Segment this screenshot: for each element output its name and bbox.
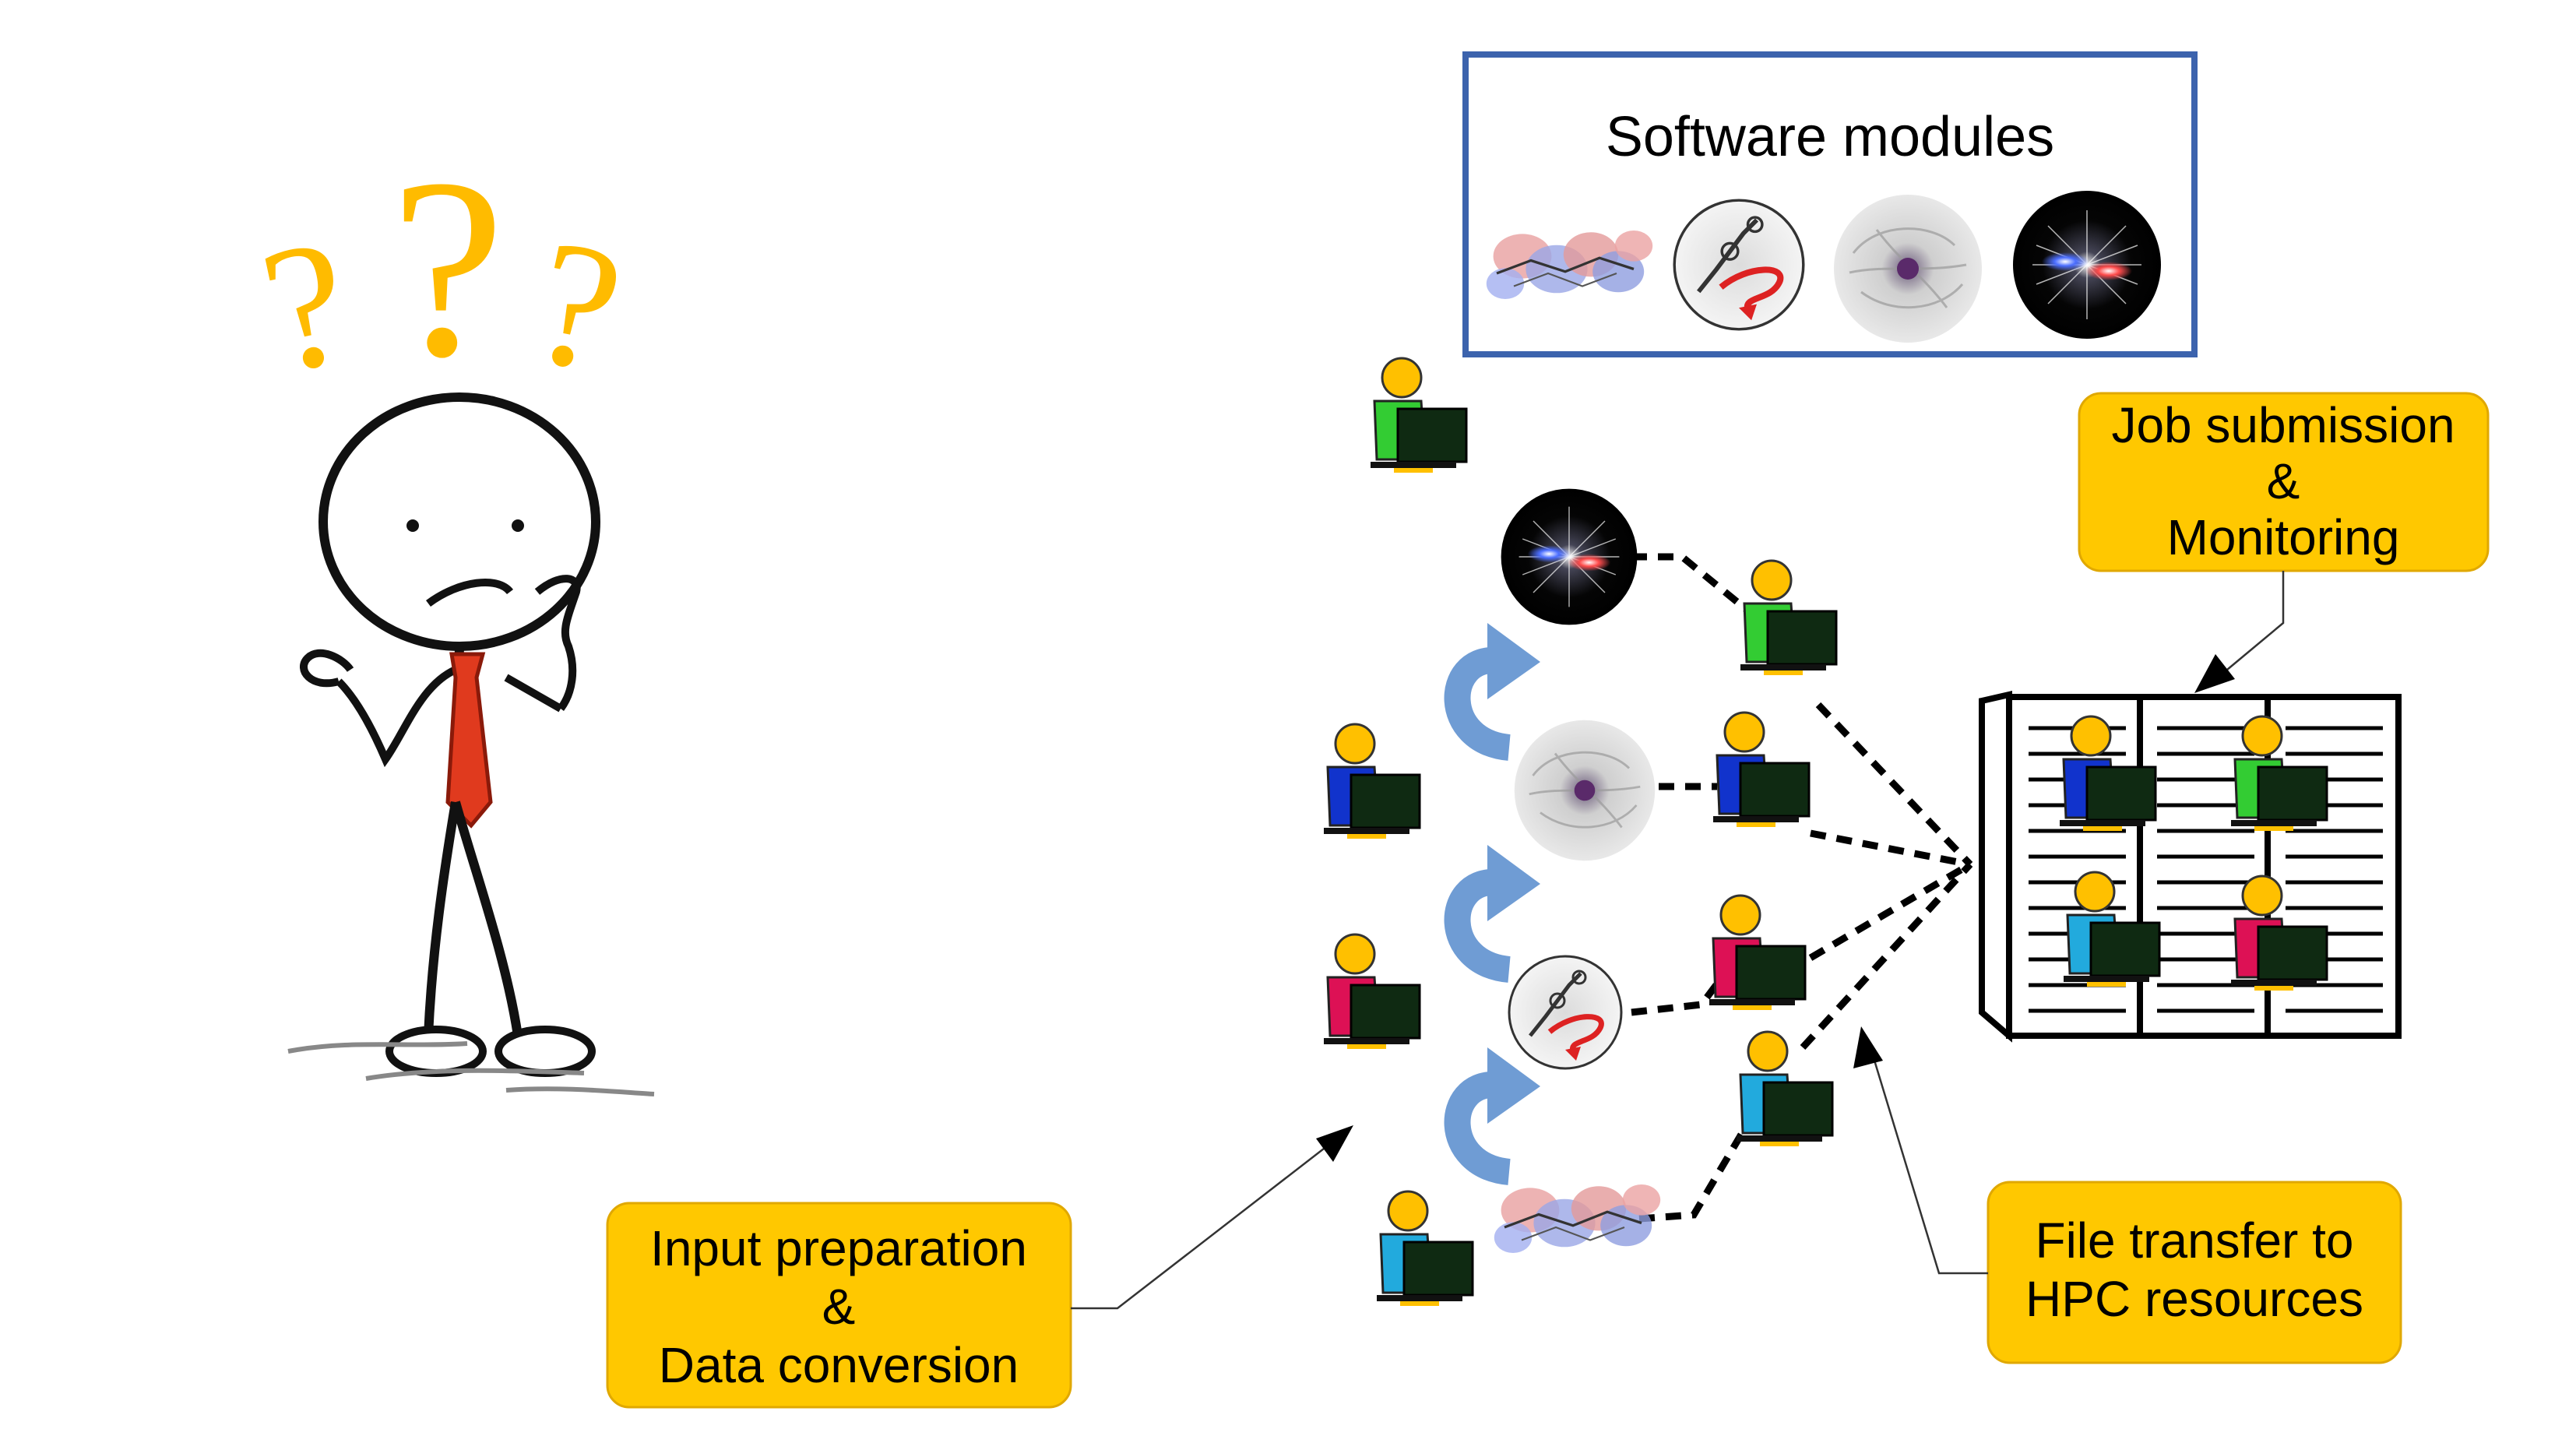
curved-arrow-2 <box>1458 845 1540 970</box>
user-at-computer-icon <box>1737 1030 1834 1146</box>
transfer-callout-line-2: HPC resources <box>2025 1271 2363 1327</box>
user-at-computer-icon <box>2060 715 2157 831</box>
curved-arrow-1 <box>1458 623 1540 748</box>
docking-workflow-tile <box>1509 956 1621 1068</box>
user-at-computer-icon <box>1371 357 1468 473</box>
input-preparation-callout: Input preparation & Data conversion <box>606 1125 1353 1409</box>
protein-module-icon <box>1832 193 1983 344</box>
red-tie <box>445 652 493 829</box>
input-callout-line-1: Input preparation <box>650 1220 1027 1276</box>
star-module-icon <box>2012 190 2162 340</box>
curved-arrow-3 <box>1458 1047 1540 1172</box>
question-mark-center: ? <box>391 126 505 410</box>
input-callout-line-2: & <box>822 1279 856 1335</box>
dashed-connections <box>1631 553 1973 1223</box>
user-at-computer-icon <box>1377 1190 1474 1306</box>
transfer-callout-arrowhead <box>1853 1026 1883 1068</box>
docking-module-icon <box>1674 200 1804 329</box>
input-callout-line-3: Data conversion <box>659 1337 1019 1393</box>
user-at-computer-icon <box>2064 871 2161 987</box>
molecule-workflow-tile <box>1493 1183 1662 1255</box>
person-head <box>318 392 600 651</box>
job-callout-arrowhead <box>2194 654 2235 693</box>
thinking-person-illustration: ? ? ? <box>247 126 655 1096</box>
molecule-module-icon <box>1485 229 1654 301</box>
user-at-computer-icon <box>2231 715 2328 831</box>
hpc-server-rack <box>1979 690 2402 1043</box>
job-callout-line-2: & <box>2267 453 2300 509</box>
software-modules-title: Software modules <box>1606 106 2054 168</box>
question-mark-right: ? <box>518 200 637 411</box>
user-at-computer-icon <box>1324 723 1421 839</box>
transfer-callout-line-1: File transfer to <box>2035 1212 2353 1269</box>
software-modules-panel: Software modules <box>1462 51 2198 357</box>
user-at-computer-icon <box>1713 711 1811 827</box>
user-icons <box>1324 357 2328 1306</box>
user-at-computer-icon <box>1324 933 1421 1049</box>
user-at-computer-icon <box>1709 894 1807 1010</box>
star-workflow-tile <box>1500 487 1638 626</box>
job-submission-callout: Job submission & Monitoring <box>2078 392 2490 693</box>
user-at-computer-icon <box>2231 875 2328 991</box>
file-transfer-callout: File transfer to HPC resources <box>1853 1026 2402 1364</box>
job-callout-line-3: Monitoring <box>2167 509 2400 565</box>
protein-workflow-tile <box>1513 719 1656 862</box>
job-callout-line-1: Job submission <box>2111 397 2455 453</box>
input-callout-arrowhead <box>1316 1125 1353 1162</box>
question-mark-left: ? <box>247 200 366 411</box>
user-at-computer-icon <box>1740 559 1838 675</box>
